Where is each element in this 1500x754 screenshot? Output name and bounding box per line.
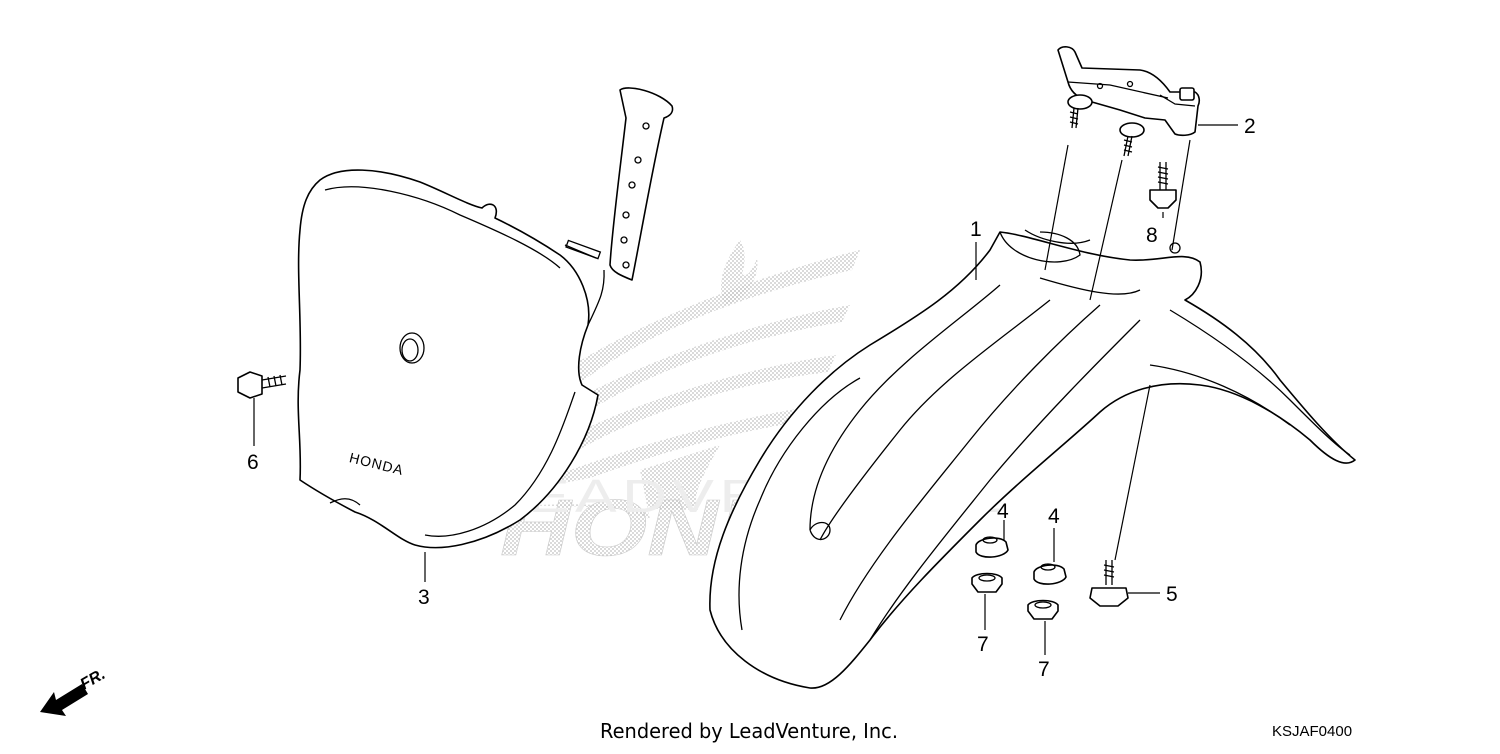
callout-part-7a: 7 — [977, 633, 989, 656]
front-direction-arrow-icon: FR. — [40, 666, 108, 716]
callout-part-5: 5 — [1166, 583, 1178, 606]
bolt-8 — [1149, 162, 1177, 209]
callout-part-1: 1 — [970, 218, 982, 241]
grommet-4b — [1033, 563, 1067, 585]
callout-part-4b: 4 — [1048, 505, 1060, 528]
rendered-by-text: Rendered by LeadVenture, Inc. — [600, 719, 898, 743]
nut-7b — [1027, 599, 1059, 620]
callout-part-4a: 4 — [997, 500, 1009, 523]
callout-part-3: 3 — [418, 586, 430, 609]
callout-part-7b: 7 — [1038, 658, 1050, 681]
front-fender — [709, 229, 1356, 689]
diagram-code: KSJAF0400 — [1272, 723, 1352, 740]
grommet-4a — [975, 536, 1009, 558]
fender-bracket — [1057, 46, 1201, 157]
callout-part-2: 2 — [1244, 115, 1256, 138]
bolt-6 — [237, 371, 287, 399]
nut-7a — [971, 572, 1003, 593]
number-plate: HONDA — [297, 87, 674, 549]
callout-part-6: 6 — [247, 451, 259, 474]
callout-part-8: 8 — [1146, 224, 1158, 247]
leader-lines — [253, 124, 1238, 655]
bolt-5 — [1089, 560, 1129, 607]
